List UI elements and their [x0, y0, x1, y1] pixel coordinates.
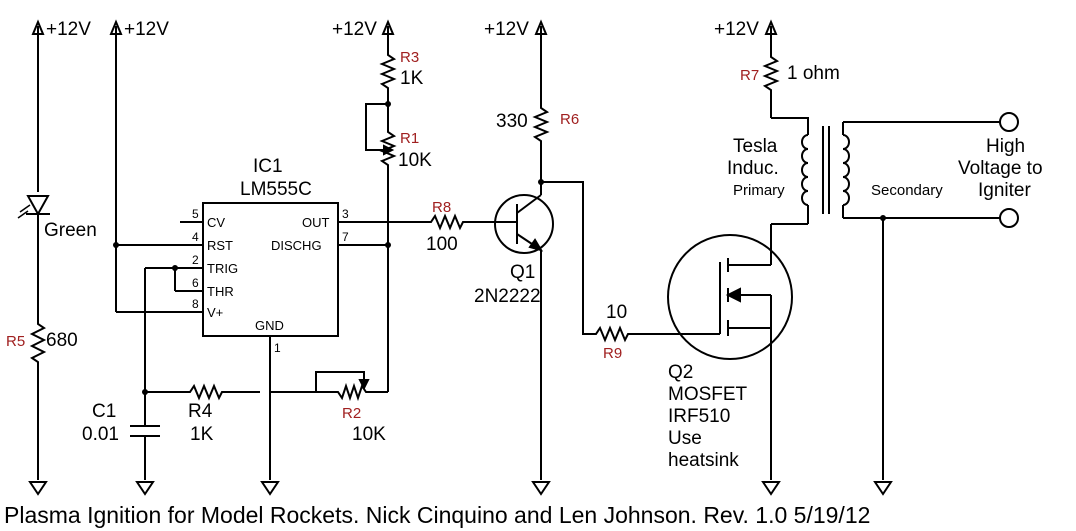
- supply-transformer: +12V: [714, 19, 778, 52]
- svg-text:2: 2: [192, 253, 199, 267]
- svg-text:IC1: IC1: [253, 156, 283, 177]
- svg-text:Igniter: Igniter: [978, 180, 1031, 201]
- secondary-ground: [873, 215, 893, 496]
- supply-r3: +12V: [332, 19, 395, 50]
- svg-text:4: 4: [192, 230, 199, 244]
- resistor-r3: R3 1K: [379, 49, 424, 104]
- svg-text:R7: R7: [740, 67, 759, 84]
- capacitor-c1: C1 0.01: [82, 392, 160, 480]
- ground-q1: [531, 481, 551, 496]
- pot-r1: R1 10K: [365, 101, 432, 245]
- svg-text:1 ohm: 1 ohm: [787, 63, 840, 84]
- ground-q2: [761, 481, 781, 496]
- svg-text:3: 3: [342, 207, 349, 221]
- svg-text:Use: Use: [668, 428, 702, 449]
- supply-led: +12V: [31, 19, 91, 192]
- resistor-r6: 330 R6: [496, 103, 579, 195]
- ic1-lm555: IC1 LM555C 5 CV 4 RST 2 TRIG 6 THR 8 V+ …: [116, 156, 425, 480]
- svg-text:Primary: Primary: [733, 182, 785, 199]
- ground-ic: [260, 481, 280, 496]
- mosfet-q2: Q2 MOSFET IRF510 Use heatsink: [667, 224, 793, 480]
- svg-text:heatsink: heatsink: [668, 450, 739, 471]
- resistor-r8: R8 100: [425, 199, 496, 255]
- svg-text:R9: R9: [603, 345, 622, 362]
- svg-text:+12V: +12V: [332, 19, 377, 40]
- svg-text:DISCHG: DISCHG: [271, 238, 322, 253]
- ground-led: [28, 481, 48, 496]
- svg-text:5: 5: [192, 207, 199, 221]
- svg-text:+12V: +12V: [124, 19, 169, 40]
- svg-text:1K: 1K: [190, 424, 214, 445]
- pot-r2: R2 10K: [282, 371, 388, 445]
- svg-text:R1: R1: [400, 130, 419, 147]
- svg-text:10K: 10K: [398, 150, 432, 171]
- svg-text:2N2222: 2N2222: [474, 286, 541, 307]
- svg-text:Q1: Q1: [510, 262, 535, 283]
- svg-text:Green: Green: [44, 220, 97, 241]
- svg-text:THR: THR: [207, 284, 234, 299]
- svg-text:R3: R3: [400, 49, 419, 66]
- resistor-r9: 10 R9: [541, 181, 686, 362]
- svg-text:LM555C: LM555C: [240, 179, 312, 200]
- svg-text:TRIG: TRIG: [207, 261, 238, 276]
- svg-text:R4: R4: [188, 401, 213, 422]
- svg-text:680: 680: [46, 330, 78, 351]
- svg-text:Secondary: Secondary: [871, 182, 943, 199]
- resistor-r7: R7 1 ohm: [740, 52, 840, 118]
- svg-text:Voltage to: Voltage to: [958, 158, 1043, 179]
- svg-text:6: 6: [192, 276, 199, 290]
- svg-text:0.01: 0.01: [82, 424, 119, 445]
- svg-text:RST: RST: [207, 238, 233, 253]
- led-green: Green: [17, 195, 97, 318]
- svg-text:Q2: Q2: [668, 362, 693, 383]
- svg-text:7: 7: [342, 230, 349, 244]
- schematic-title: Plasma Ignition for Model Rockets. Nick …: [4, 502, 870, 528]
- svg-text:R2: R2: [342, 405, 361, 422]
- supply-ic: +12V: [109, 19, 169, 312]
- svg-text:Induc.: Induc.: [727, 158, 779, 179]
- output-terminals: High Voltage to Igniter: [958, 112, 1043, 228]
- resistor-r5: R5 680: [6, 318, 78, 480]
- svg-text:IRF510: IRF510: [668, 406, 730, 427]
- ground-c1: [135, 481, 155, 496]
- svg-text:CV: CV: [207, 215, 225, 230]
- svg-text:1K: 1K: [400, 68, 424, 89]
- svg-text:R8: R8: [432, 199, 451, 216]
- svg-text:8: 8: [192, 297, 199, 311]
- discharge-node: [385, 242, 391, 392]
- supply-q1: +12V: [484, 19, 548, 103]
- svg-text:1: 1: [274, 341, 281, 355]
- svg-text:Tesla: Tesla: [733, 136, 778, 157]
- svg-text:100: 100: [426, 234, 458, 255]
- transistor-q1: Q1 2N2222: [474, 179, 554, 480]
- svg-text:330: 330: [496, 111, 528, 132]
- svg-text:MOSFET: MOSFET: [668, 384, 748, 405]
- svg-text:10: 10: [606, 302, 627, 323]
- svg-text:R6: R6: [560, 111, 579, 128]
- svg-text:GND: GND: [255, 318, 284, 333]
- trig-thr-wiring: [113, 242, 178, 392]
- svg-text:V+: V+: [207, 305, 223, 320]
- svg-text:10K: 10K: [352, 424, 386, 445]
- svg-text:+12V: +12V: [484, 19, 529, 40]
- svg-text:C1: C1: [92, 401, 116, 422]
- svg-text:+12V: +12V: [714, 19, 759, 40]
- svg-text:R5: R5: [6, 333, 25, 350]
- transformer-tesla: Tesla Induc. Primary Secondary: [727, 117, 1001, 225]
- svg-text:OUT: OUT: [302, 215, 330, 230]
- svg-text:High: High: [986, 136, 1025, 157]
- svg-text:+12V: +12V: [46, 19, 91, 40]
